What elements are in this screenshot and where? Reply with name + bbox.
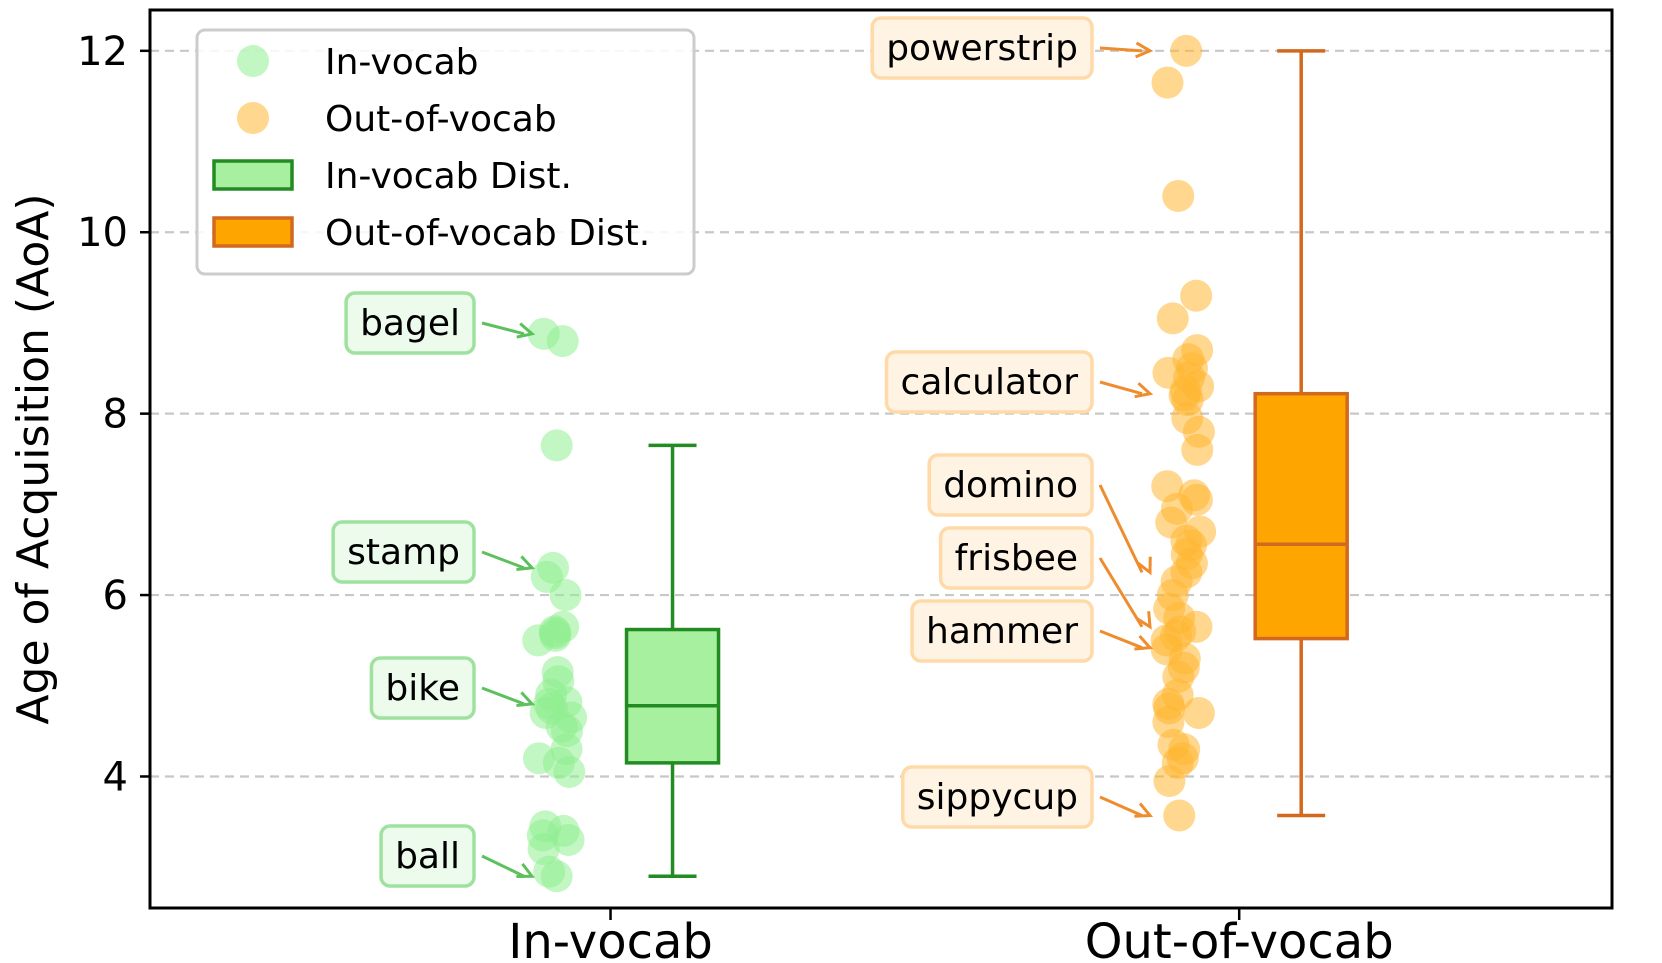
- box-iqr: [1253, 391, 1349, 641]
- annotation: powerstrip: [870, 16, 1154, 80]
- y-tick-label: 12: [77, 29, 128, 75]
- annotation-label: bagel: [360, 303, 460, 344]
- box-plot: [624, 443, 721, 879]
- annotation-arrow: [1099, 629, 1143, 650]
- y-axis-label: Age of Acquisition (AoA): [8, 193, 59, 724]
- annotation: bagel: [344, 291, 536, 355]
- data-point: [553, 755, 586, 788]
- legend-label: In-vocab Dist.: [325, 156, 572, 197]
- annotation: domino: [927, 453, 1152, 576]
- legend-label: Out-of-vocab Dist.: [325, 213, 650, 254]
- box-plot: [1253, 49, 1349, 818]
- arrow-head: [1134, 635, 1154, 651]
- arrow-head: [1135, 611, 1152, 630]
- legend-frame: [195, 28, 696, 276]
- data-point: [1181, 433, 1214, 466]
- annotation-arrow: [1099, 46, 1143, 53]
- annotation: stamp: [331, 520, 536, 584]
- legend-entry: Out-of-vocab Dist.: [212, 213, 650, 254]
- arrow-head: [516, 862, 536, 878]
- legend-marker: [237, 102, 269, 134]
- annotation-arrow: [1099, 380, 1143, 396]
- box-plots: [624, 49, 1349, 879]
- legend-entry: In-vocab: [237, 42, 479, 83]
- annotation-label: powerstrip: [886, 28, 1078, 69]
- annotation: sippycup: [901, 765, 1154, 829]
- data-point: [1180, 279, 1213, 312]
- annotation: calculator: [884, 350, 1154, 414]
- legend-swatch: [212, 216, 294, 248]
- data-point: [1170, 34, 1203, 67]
- annotation-box: [910, 599, 1094, 663]
- annotation: ball: [379, 824, 536, 888]
- annotation-box: [331, 520, 476, 584]
- legend-swatch: [212, 159, 294, 191]
- data-point: [522, 624, 555, 657]
- y-tick-label: 10: [77, 210, 128, 256]
- annotation-label: frisbee: [955, 538, 1078, 579]
- legend-label: In-vocab: [325, 42, 479, 83]
- arrow-head: [1134, 802, 1154, 818]
- annotation-box: [369, 656, 476, 720]
- arrow-head: [1136, 556, 1152, 576]
- data-point: [552, 823, 585, 856]
- data-point: [549, 579, 582, 612]
- data-point: [540, 429, 573, 462]
- data-point: [540, 860, 573, 893]
- data-point: [1153, 765, 1186, 798]
- annotation-label: calculator: [901, 362, 1079, 403]
- arrow-head: [1134, 41, 1154, 59]
- data-point: [1182, 696, 1215, 729]
- annotations: bagel stamp bike ball powerstrip calculator do…: [331, 16, 1154, 888]
- arrow-head: [516, 691, 536, 707]
- legend-entry: Out-of-vocab: [237, 99, 557, 140]
- box-iqr: [624, 627, 721, 765]
- data-point: [1163, 799, 1196, 832]
- annotation-arrow: [1099, 795, 1143, 817]
- arrow-head: [1134, 382, 1154, 399]
- legend-marker: [237, 45, 269, 77]
- annotation-arrow: [481, 550, 525, 570]
- x-tick-label: Out-of-vocab: [1085, 914, 1394, 963]
- annotation: bike: [369, 656, 536, 720]
- x-tick-label: In-vocab: [508, 914, 713, 963]
- annotation-box: [901, 765, 1094, 829]
- arrow-head: [516, 555, 536, 571]
- annotation: frisbee: [938, 526, 1152, 630]
- data-point: [1151, 66, 1184, 99]
- legend-label: Out-of-vocab: [325, 99, 557, 140]
- legend-entry: In-vocab Dist.: [212, 156, 572, 197]
- annotation-arrow: [1098, 484, 1144, 574]
- annotation-label: domino: [943, 465, 1078, 506]
- annotation-arrow: [1098, 557, 1144, 628]
- annotation-label: stamp: [347, 532, 460, 573]
- annotation-label: sippycup: [917, 777, 1078, 818]
- annotation-box: [344, 291, 476, 355]
- y-tick-label: 4: [103, 754, 128, 800]
- data-point: [1162, 179, 1195, 212]
- annotation-arrow: [481, 854, 525, 878]
- data-points: [522, 34, 1217, 893]
- annotation-box: [379, 824, 476, 888]
- annotation-arrow: [481, 686, 525, 706]
- y-tick-label: 6: [103, 573, 128, 619]
- annotation-label: ball: [395, 836, 460, 877]
- annotation: hammer: [910, 599, 1154, 663]
- y-tick-label: 8: [103, 392, 128, 438]
- data-point: [546, 325, 579, 358]
- plot-frame: [148, 8, 1614, 910]
- annotation-box: [870, 16, 1094, 80]
- annotation-label: hammer: [926, 611, 1078, 652]
- arrow-head: [516, 322, 536, 339]
- annotation-box: [927, 453, 1094, 517]
- data-point: [1156, 302, 1189, 335]
- annotation-label: bike: [385, 668, 460, 709]
- annotation-box: [884, 350, 1094, 414]
- annotation-box: [938, 526, 1094, 590]
- annotation-arrow: [481, 321, 525, 336]
